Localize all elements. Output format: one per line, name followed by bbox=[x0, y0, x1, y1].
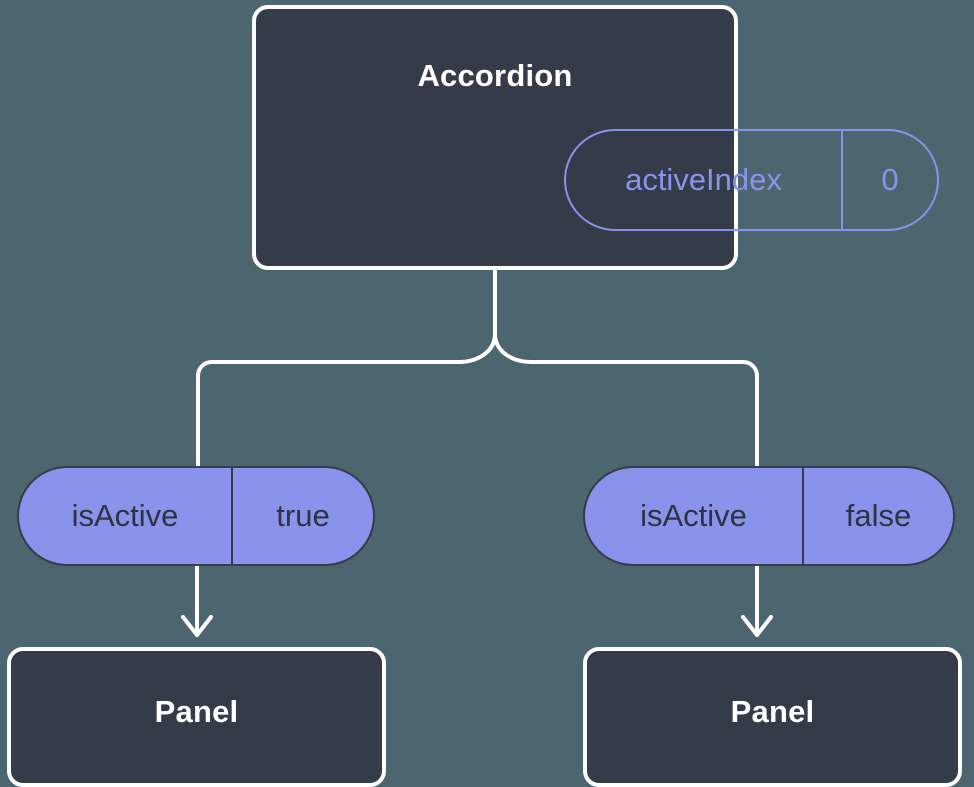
arrow-right-pill-to-panel bbox=[741, 564, 773, 637]
component-title-panel-left: Panel bbox=[154, 694, 239, 729]
component-title-accordion: Accordion bbox=[417, 58, 573, 93]
connector-parent-to-branches bbox=[493, 268, 759, 468]
component-node-panel-right[interactable]: Panel bbox=[583, 647, 962, 787]
prop-pill-key: isActive bbox=[19, 468, 233, 564]
diagram-canvas: Accordion activeIndex 0 isActive true Pa… bbox=[7, 5, 962, 787]
prop-pill-is-active-false[interactable]: isActive false bbox=[583, 466, 955, 566]
component-node-accordion[interactable]: Accordion activeIndex 0 bbox=[252, 5, 939, 270]
prop-pill-is-active-true[interactable]: isActive true bbox=[17, 466, 375, 566]
prop-pill-value: true bbox=[276, 498, 330, 533]
component-title-panel-right: Panel bbox=[730, 694, 815, 729]
state-pill-active-index[interactable]: activeIndex 0 bbox=[564, 129, 939, 231]
prop-pill-key: isActive bbox=[585, 468, 804, 564]
component-node-panel-left[interactable]: Panel bbox=[7, 647, 386, 787]
state-pill-value: 0 bbox=[881, 162, 899, 197]
state-pill-key: activeIndex bbox=[566, 131, 843, 229]
connector-parent-to-left-branch bbox=[196, 332, 497, 468]
arrow-left-pill-to-panel bbox=[181, 564, 213, 637]
prop-pill-value: false bbox=[845, 498, 912, 533]
